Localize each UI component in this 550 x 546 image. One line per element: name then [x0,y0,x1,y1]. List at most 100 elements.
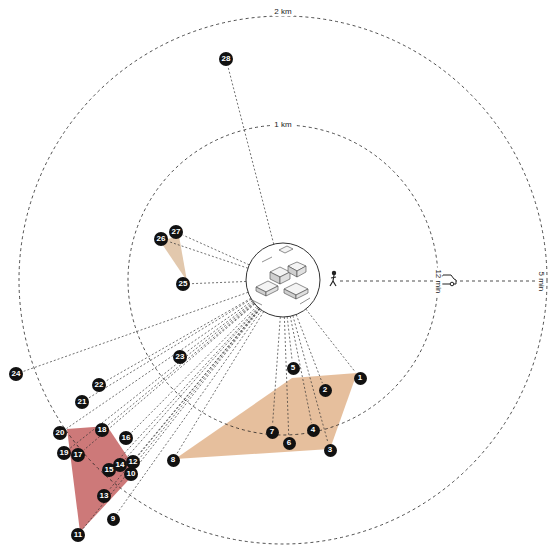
leader-line [273,317,281,425]
dot-fill [324,444,337,457]
distance-label: 1 km [272,121,293,130]
leader-line [169,242,248,269]
callout-dot: 26 [154,232,168,246]
callout-number: 14 [116,461,125,469]
callout-dot: 4 [307,424,320,437]
callout-dot: 21 [75,395,89,409]
leader-line [296,315,322,383]
dot-fill [307,424,320,437]
dot-fill [354,372,367,385]
dot-fill [92,378,106,392]
distance-label: 2 km [272,8,293,17]
callout-dot: 2 [319,384,332,397]
dot-fill [71,448,85,462]
callout-number: 6 [287,439,291,447]
leader-line [84,304,255,450]
callout-dot: 3 [324,444,337,457]
callout-number: 17 [74,451,83,459]
leader-line [83,309,260,529]
callout-dot: 11 [71,528,85,542]
catchment-area [175,373,357,459]
callout-dot: 20 [53,426,67,440]
dot-fill [169,225,183,239]
leader-line [290,316,311,422]
callout-number: 10 [127,470,136,478]
leader-line [306,309,356,372]
leader-line [132,306,257,432]
site-circle [246,243,320,317]
callout-dot: 24 [9,367,23,381]
leader-line [186,302,253,352]
leader-line [284,317,288,436]
callout-number: 8 [171,456,175,464]
radius-ring [19,16,547,544]
callout-number: 15 [105,466,114,474]
leader-line [117,310,261,513]
leader-line [125,308,258,459]
callout-dot: 10 [124,467,138,481]
callout-number: 22 [95,381,104,389]
leader-line [183,235,249,265]
dot-fill [287,362,300,375]
dot-fill [266,426,279,439]
radius-ring [128,125,438,435]
callout-number: 19 [60,449,69,457]
walker-icon [330,271,336,286]
callout-number: 28 [222,55,231,63]
callout-number: 13 [100,492,109,500]
dot-fill [219,52,233,66]
distance-label: 12 min [434,267,443,295]
callout-dot: 8 [167,454,180,467]
callout-dot: 28 [219,52,233,66]
callout-number: 21 [78,398,87,406]
leader-line [24,292,249,371]
callout-dot: 9 [107,513,120,526]
callout-number: 25 [179,280,188,288]
dot-fill [53,426,67,440]
dot-fill [173,350,187,364]
callout-dot: 27 [169,225,183,239]
dot-fill [95,423,109,437]
callout-dot: 15 [102,463,116,477]
callout-number: 20 [56,429,65,437]
callout-dot: 25 [176,277,190,291]
leader-line [293,316,328,443]
callout-dot: 7 [266,426,279,439]
leader-line [114,307,258,464]
leader-line [136,309,260,468]
distance-label: 5 min [537,269,546,293]
leader-line [106,298,251,381]
leader-line [70,303,254,448]
dot-fill [176,277,190,291]
callout-dot: 16 [119,431,133,445]
callout-number: 9 [111,515,115,523]
callout-dot: 13 [97,489,111,503]
callout-dot: 22 [92,378,106,392]
callout-dot: 6 [283,437,296,450]
callout-dot: 12 [126,455,140,469]
dot-fill [102,463,116,477]
callout-number: 1 [358,374,362,382]
dot-fill [9,367,23,381]
callout-number: 24 [12,370,21,378]
callout-number: 16 [122,434,131,442]
callout-number: 5 [291,364,295,372]
leader-line [191,281,246,283]
callout-number: 27 [172,228,181,236]
callout-dot: 1 [354,372,367,385]
dot-fill [283,437,296,450]
leader-line [108,304,254,425]
dot-fill [167,454,180,467]
callout-number: 12 [129,458,138,466]
leader-line [177,312,264,454]
dot-fill [319,384,332,397]
building-blocks [252,246,310,305]
callout-number: 4 [311,426,315,434]
callout-number: 18 [98,426,107,434]
callout-dot: 5 [287,362,300,375]
dot-fill [107,513,120,526]
callout-dot: 19 [57,446,71,460]
leader-line [228,67,274,244]
leader-line [89,299,252,398]
